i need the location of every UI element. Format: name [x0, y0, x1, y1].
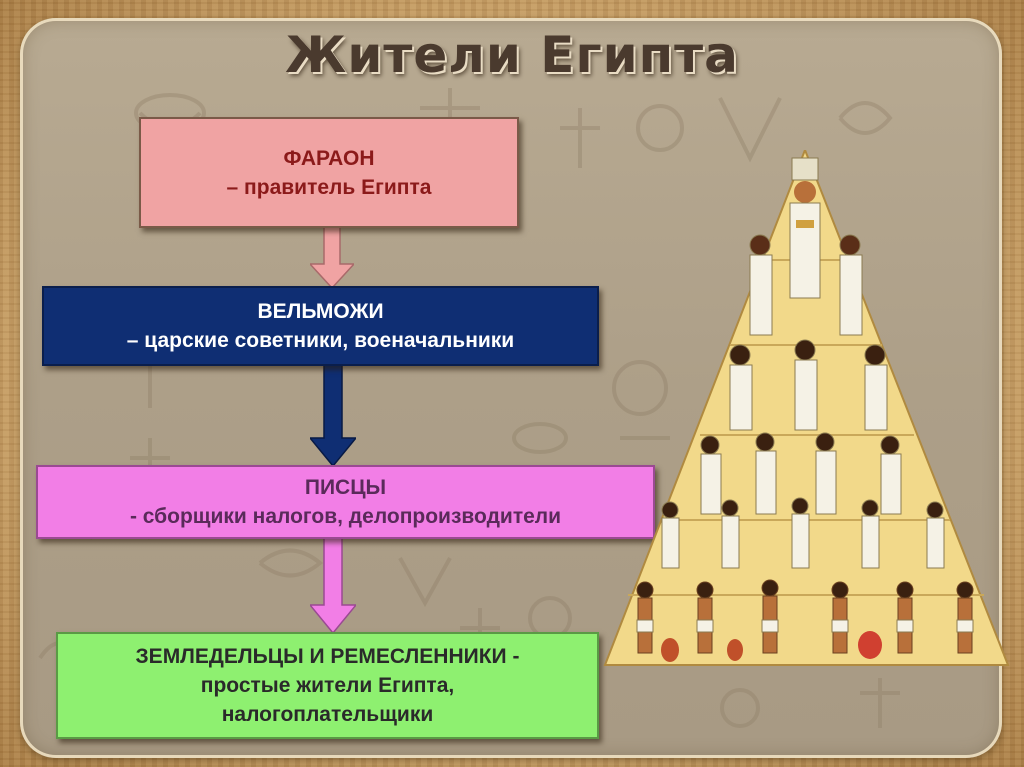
nobles-description: – царские советники, военачальники: [126, 329, 515, 352]
farmers-description-2: налогоплательщики: [221, 703, 434, 726]
pharaoh-description: – правитель Египта: [226, 175, 432, 199]
pharaoh-box: ФАРАОН – правитель Египта: [139, 117, 519, 228]
scribes-description: - сборщики налогов, делопроизводители: [129, 505, 562, 528]
nobles-box: ВЕЛЬМОЖИ – царские советники, военачальн…: [42, 286, 599, 366]
scribes-box: ПИСЦЫ - сборщики налогов, делопроизводит…: [36, 465, 655, 539]
nobles-title: ВЕЛЬМОЖИ: [257, 300, 384, 323]
farmers-description-1: простые жители Египта,: [200, 674, 455, 697]
page-title: Жители Египта: [285, 26, 739, 84]
pharaoh-title: ФАРАОН: [283, 146, 375, 170]
scribes-title: ПИСЦЫ: [304, 476, 387, 499]
arrow-pharaoh-to-nobles: [310, 226, 354, 288]
farmers-title: ЗЕМЛЕДЕЛЬЦЫ И РЕМЕСЛЕННИКИ -: [135, 645, 520, 668]
worker-figures-row: [661, 497, 945, 569]
noble-figures-row: [729, 339, 888, 431]
farmer-figures-row: [636, 579, 974, 662]
social-pyramid-illustration: [603, 150, 1010, 666]
arrow-scribes-to-farmers: [310, 537, 356, 633]
scribe-figures-row: [700, 432, 902, 515]
farmers-box: ЗЕМЛЕДЕЛЬЦЫ И РЕМЕСЛЕННИКИ - простые жит…: [56, 632, 599, 739]
arrow-nobles-to-scribes: [310, 364, 356, 466]
pharaoh-figure: [789, 157, 821, 299]
noble-figures-top: [749, 234, 863, 336]
